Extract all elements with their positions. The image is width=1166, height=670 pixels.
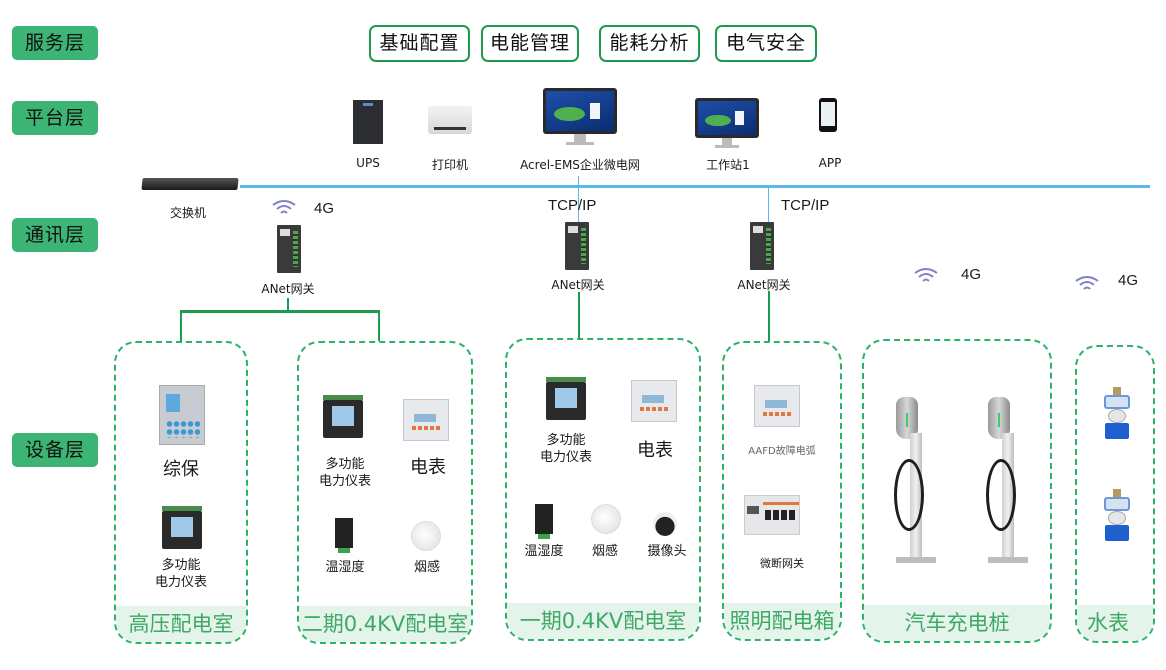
item-label: 多功能 (546, 433, 586, 448)
network-switch-icon (141, 178, 239, 190)
ems-monitor-icon (543, 88, 617, 134)
layer-label-platform: 平台层 (12, 101, 98, 135)
item-label: 电力仪表 (539, 450, 592, 465)
item-label: 综保 (163, 459, 199, 480)
ems-to-gateway-link (578, 176, 579, 226)
room-ev-charging: 汽车充电桩 (862, 339, 1052, 643)
energy-meter-icon (631, 380, 677, 422)
item-label: 烟感 (591, 544, 618, 559)
monitor-base (566, 142, 594, 145)
room-water-meter: 水表 (1075, 345, 1155, 643)
power-meter-icon (323, 395, 363, 438)
branch-to-phase2-room (378, 310, 380, 342)
gateway-icon (750, 222, 774, 270)
link-type-label: 4G (314, 200, 335, 217)
printer-label: 打印机 (431, 158, 468, 172)
service-basic-config[interactable]: 基础配置 (369, 25, 470, 62)
item-label: 多功能 (325, 457, 365, 472)
water-meter-icon (1102, 489, 1132, 541)
item-label: AAFD故障电弧 (748, 446, 816, 457)
gateway-label: ANet网关 (737, 278, 791, 292)
room-title: 汽车充电桩 (864, 605, 1050, 641)
room-title: 水表 (1077, 605, 1153, 641)
gateway-icon (277, 225, 301, 273)
gateway-label: ANet网关 (551, 278, 605, 292)
room-title: 照明配电箱 (724, 603, 840, 639)
power-meter-icon (546, 377, 586, 420)
monitor-stand (722, 138, 732, 145)
ups-label: UPS (356, 156, 380, 170)
wireless-label: 4G (1118, 272, 1139, 289)
wifi-icon (914, 268, 938, 282)
item-label: 电力仪表 (154, 575, 207, 590)
wifi-icon (1075, 276, 1099, 290)
item-label: 烟感 (413, 560, 440, 575)
network-bus-line (240, 185, 1150, 188)
gateway-label: ANet网关 (261, 282, 315, 296)
protection-relay-icon (159, 385, 205, 445)
service-energy-analysis[interactable]: 能耗分析 (599, 25, 700, 62)
gateway-branch-line (180, 310, 380, 313)
room-title: 二期0.4KV配电室 (299, 606, 471, 642)
ups-icon (353, 100, 383, 144)
gateway-drop-line (287, 298, 289, 312)
item-label: 摄像头 (647, 544, 687, 559)
smoke-detector-icon (411, 521, 441, 551)
power-meter-icon (162, 506, 202, 549)
room-title: 高压配电室 (116, 606, 246, 642)
item-label: 温湿度 (524, 544, 564, 559)
ems-platform-label: Acrel-EMS企业微电网 (520, 158, 640, 172)
workstation-label: 工作站1 (706, 158, 750, 172)
item-label: 电表 (637, 440, 673, 461)
phone-icon (819, 98, 837, 132)
service-electrical-safety[interactable]: 电气安全 (715, 25, 817, 62)
bus-to-gateway-link (768, 188, 769, 224)
workstation-monitor-icon (695, 98, 759, 138)
printer-icon (428, 106, 472, 134)
room-phase2-lv: 多功能 电力仪表 电表 温湿度 烟感 二期0.4KV配电室 (297, 341, 473, 644)
camera-icon (653, 512, 677, 536)
gateway-to-phase1-room (578, 292, 580, 340)
link-type-label: TCP/IP (548, 197, 597, 214)
gateway-to-lighting-box (768, 291, 770, 341)
layer-label-service: 服务层 (12, 26, 98, 60)
item-label: 多功能 (161, 558, 201, 573)
wifi-icon (272, 200, 296, 214)
item-label: 温湿度 (325, 560, 365, 575)
branch-to-hv-room (180, 310, 182, 342)
switch-label: 交换机 (169, 206, 206, 220)
monitor-stand (574, 134, 586, 142)
app-label: APP (818, 156, 842, 170)
layer-label-communication: 通讯层 (12, 218, 98, 252)
energy-meter-icon (403, 399, 449, 441)
room-phase1-lv: 多功能 电力仪表 电表 温湿度 烟感 摄像头 一期0.4KV配电室 (505, 338, 701, 641)
link-type-label: TCP/IP (781, 197, 830, 214)
smoke-detector-icon (591, 504, 621, 534)
breaker-gateway-icon (744, 495, 800, 535)
item-label: 电表 (410, 457, 446, 478)
gateway-icon (565, 222, 589, 270)
temp-humidity-sensor-icon (535, 504, 553, 539)
room-title: 一期0.4KV配电室 (507, 603, 699, 639)
room-lighting-box: AAFD故障电弧 微断网关 照明配电箱 (722, 341, 842, 641)
service-power-management[interactable]: 电能管理 (481, 25, 579, 62)
item-label: 微断网关 (760, 557, 804, 570)
water-meter-icon (1102, 387, 1132, 439)
wireless-label: 4G (961, 266, 982, 283)
layer-label-device: 设备层 (12, 433, 98, 467)
temp-humidity-sensor-icon (335, 518, 353, 553)
monitor-base (715, 145, 739, 148)
arc-fault-detector-icon (754, 385, 800, 427)
room-high-voltage: 综保 多功能 电力仪表 高压配电室 (114, 341, 248, 644)
item-label: 电力仪表 (318, 474, 371, 489)
